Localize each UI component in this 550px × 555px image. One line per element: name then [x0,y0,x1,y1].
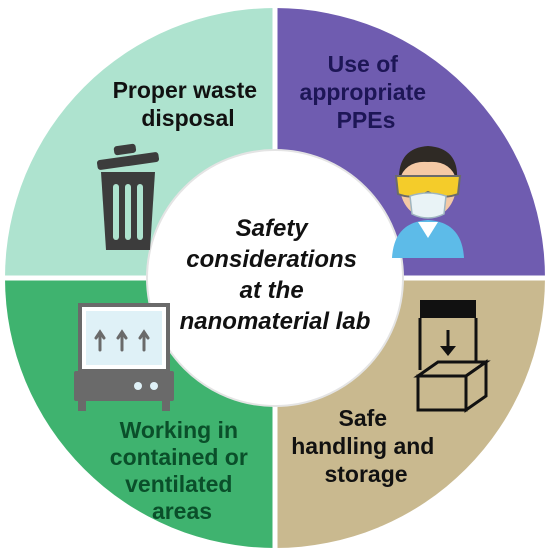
label-waste-disposal: Proper waste disposal [113,77,264,131]
label-handling-storage: Safe handling and storage [291,405,441,487]
center-circle [146,149,404,407]
center-title: Safety considerations at the nanomateria… [180,215,371,335]
label-contained-areas: Working in contained or ventilated areas [110,417,254,524]
storage-box-icon [413,300,491,413]
person-with-goggles-and-mask-icon [392,146,464,258]
trash-can-icon [96,143,160,250]
label-ppe: Use of appropriate PPEs [300,51,433,133]
fume-hood-icon [74,303,174,411]
